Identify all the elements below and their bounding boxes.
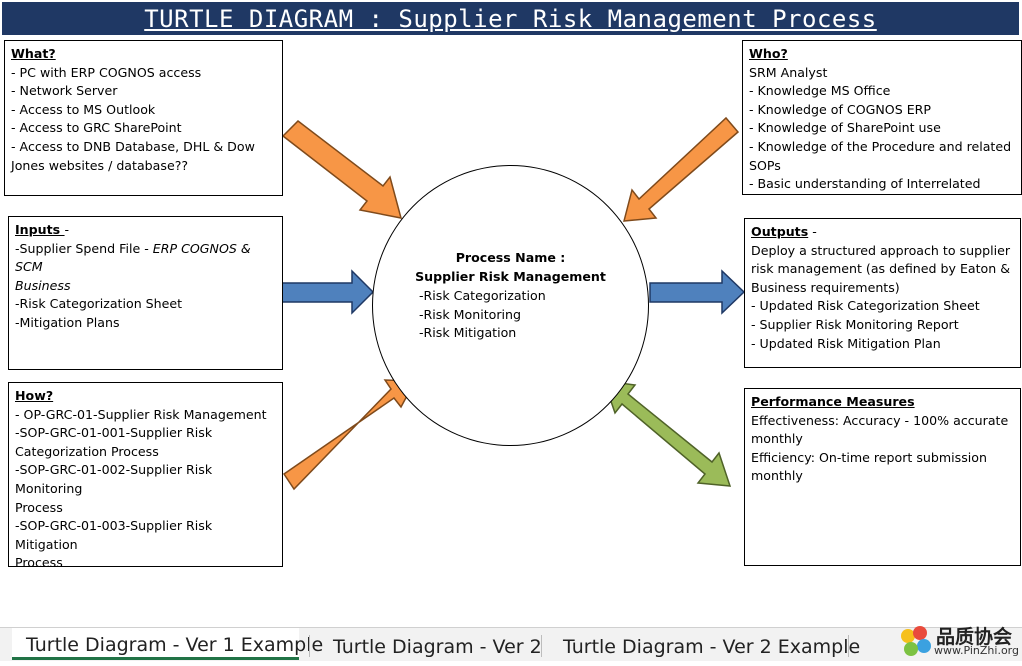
logo-icon xyxy=(901,626,931,656)
inputs-heading: Inputs xyxy=(15,222,65,237)
how-line: Process xyxy=(15,555,63,567)
outputs-line: Business requirements) xyxy=(751,279,900,295)
how-line: Process xyxy=(15,499,63,515)
who-line: - Knowledge of COGNOS ERP xyxy=(749,101,932,117)
logo-url: www.PinZhi.org xyxy=(934,644,1019,657)
inputs-line: -Supplier Spend File - xyxy=(15,240,153,256)
who-box: Who? SRM Analyst - Knowledge MS Office -… xyxy=(742,40,1022,195)
inputs-box: Inputs - -Supplier Spend File - ERP COGN… xyxy=(8,216,283,370)
title-bar: TURTLE DIAGRAM : Supplier Risk Managemen… xyxy=(2,2,1019,35)
how-line: - OP-GRC-01-Supplier Risk Management xyxy=(15,406,267,422)
who-line: - Basic understanding of Interrelated xyxy=(749,176,981,192)
how-line: -SOP-GRC-01-002-Supplier Risk Monitoring xyxy=(15,462,213,496)
how-line: -SOP-GRC-01-001-Supplier Risk xyxy=(15,425,213,441)
how-box: How? - OP-GRC-01-Supplier Risk Managemen… xyxy=(8,382,283,567)
inputs-line: -Risk Categorization Sheet xyxy=(15,296,183,312)
process-name: Supplier Risk Management xyxy=(415,269,606,284)
how-arrow xyxy=(282,379,417,491)
how-line: -SOP-GRC-01-003-Supplier Risk Mitigation xyxy=(15,518,213,552)
sheet-tab-ver2-example[interactable]: Turtle Diagram - Ver 2 Example xyxy=(563,628,860,660)
outputs-line: risk management (as defined by Eaton & xyxy=(751,261,1011,277)
performance-line: Effectiveness: Accuracy - 100% accurate xyxy=(751,412,1009,428)
sheet-tab-label: Turtle Diagram - Ver 2 xyxy=(333,636,542,658)
inputs-line-italic: ERP COGNOS & SCM xyxy=(15,240,251,275)
inputs-line: -Mitigation Plans xyxy=(15,314,120,330)
performance-arrow xyxy=(602,380,732,487)
outputs-line: - Supplier Risk Monitoring Report xyxy=(751,316,959,332)
what-arrow xyxy=(281,120,403,219)
what-line: - Network Server xyxy=(11,83,118,99)
inputs-arrow xyxy=(281,269,375,315)
what-line: - Access to GRC SharePoint xyxy=(11,120,182,136)
process-step: -Risk Mitigation xyxy=(419,325,517,340)
performance-heading: Performance Measures xyxy=(751,394,915,409)
sheet-tab-label: Turtle Diagram - Ver 1 Example xyxy=(26,634,324,656)
who-line: SOPs xyxy=(749,157,781,173)
outputs-arrow xyxy=(649,269,746,315)
how-heading: How? xyxy=(15,388,54,403)
performance-line: monthly xyxy=(751,468,803,484)
outputs-line: - Updated Risk Categorization Sheet xyxy=(751,298,980,314)
sheet-tab-bar: Turtle Diagram - Ver 1 Example Turtle Di… xyxy=(0,627,1022,661)
what-line: - Access to MS Outlook xyxy=(11,101,156,117)
tab-separator xyxy=(848,635,849,657)
who-line: - Knowledge MS Office xyxy=(749,83,891,99)
performance-line: Efficiency: On-time report submission xyxy=(751,449,987,465)
diagram-title: TURTLE DIAGRAM : Supplier Risk Managemen… xyxy=(144,4,877,33)
inputs-line-italic: Business xyxy=(15,277,71,293)
tab-separator xyxy=(309,635,310,657)
who-line: - Knowledge of SharePoint use xyxy=(749,120,941,136)
sheet-tab-ver1-example[interactable]: Turtle Diagram - Ver 1 Example xyxy=(12,628,323,660)
who-arrow xyxy=(623,116,740,222)
arrows-layer xyxy=(281,116,746,491)
tab-separator xyxy=(541,635,542,657)
what-heading: What? xyxy=(11,46,56,61)
inputs-heading-suffix: - xyxy=(64,222,70,237)
outputs-box: Outputs - Deploy a structured approach t… xyxy=(744,218,1021,368)
who-heading: Who? xyxy=(749,46,788,61)
process-label: Process Name : xyxy=(455,250,566,265)
process-step: -Risk Monitoring xyxy=(419,307,521,322)
performance-box: Performance Measures Effectiveness: Accu… xyxy=(744,388,1021,566)
process-step: -Risk Categorization xyxy=(419,288,546,303)
outputs-line: - Updated Risk Mitigation Plan xyxy=(751,335,941,351)
how-line: Categorization Process xyxy=(15,443,159,459)
watermark-logo: 品质协会 www.PinZhi.org xyxy=(898,622,1022,660)
sheet-tab-ver2[interactable]: Turtle Diagram - Ver 2 xyxy=(333,628,542,660)
what-line: Jones websites / database?? xyxy=(11,157,189,173)
process-circle: Process Name : Supplier Risk Management … xyxy=(372,165,649,446)
what-line: - Access to DNB Database, DHL & Dow xyxy=(11,138,255,154)
logo-text: 品质协会 xyxy=(936,626,1013,648)
outputs-heading: Outputs xyxy=(751,224,809,239)
who-line: SRM Analyst xyxy=(749,64,828,80)
who-line: - Knowledge of the Procedure and related xyxy=(749,138,1012,154)
sheet-tab-label: Turtle Diagram - Ver 2 Example xyxy=(563,636,861,658)
performance-line: monthly xyxy=(751,431,803,447)
outputs-line: Deploy a structured approach to supplier xyxy=(751,242,1011,258)
what-box: What? - PC with ERP COGNOS access - Netw… xyxy=(4,40,283,196)
outputs-heading-suffix: - xyxy=(808,224,817,239)
what-line: - PC with ERP COGNOS access xyxy=(11,64,202,80)
